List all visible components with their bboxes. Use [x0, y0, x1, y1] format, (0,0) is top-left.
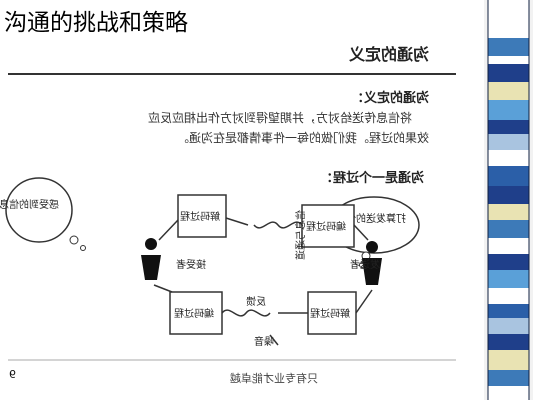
- decorative-stripe: [484, 0, 533, 400]
- stripe-grid-lines: [487, 0, 530, 400]
- channel-label: 信息与通道: [294, 210, 307, 260]
- decode-box-bottom-label: 解码过程: [310, 307, 350, 320]
- receiver-bubble-text: 感受到的信息: [0, 198, 59, 211]
- decode-box-top: 解码过程: [177, 194, 227, 238]
- receiver-label: 接受者: [176, 258, 206, 271]
- encode-box-top-label: 编码过程: [306, 220, 346, 233]
- slide-footer: 只有专业才能卓越: [230, 371, 318, 385]
- sender-person-icon: [362, 241, 382, 285]
- decode-box-bottom: 解码过程: [307, 291, 357, 335]
- slide-image: 沟通的定义 沟通的定义： 将信息传送给对方，并期望得到对方作出相应反应 效果的过…: [0, 45, 456, 385]
- definition-line-1: 将信息传送给对方，并期望得到对方作出相应反应: [148, 110, 412, 125]
- encode-box-bottom: 编码过程: [169, 291, 223, 335]
- encode-box-top: 编码过程: [301, 204, 355, 248]
- receiver-bubble: 感受到的信息: [0, 177, 86, 251]
- slide-heading: 沟通的定义: [349, 45, 429, 64]
- receiver-person-icon: [141, 238, 161, 280]
- feedback-label: 反馈: [246, 295, 266, 308]
- sender-label: 发送者: [350, 258, 380, 271]
- noise-label: 噪音: [254, 335, 274, 348]
- flow-arrows: [153, 217, 373, 346]
- definition-line-2: 效果的过程。我们做的每一件事情都是在沟通。: [177, 130, 429, 145]
- page-title: 沟通的挑战和策略: [4, 10, 188, 36]
- stripe-blocks: [488, 0, 529, 400]
- slide-page-number: 9: [9, 368, 16, 381]
- process-heading: 沟通是一个过程：: [320, 170, 424, 186]
- encode-box-bottom-label: 编码过程: [174, 307, 214, 320]
- decode-box-top-label: 解码过程: [180, 210, 220, 223]
- definition-heading: 沟通的定义：: [351, 90, 429, 106]
